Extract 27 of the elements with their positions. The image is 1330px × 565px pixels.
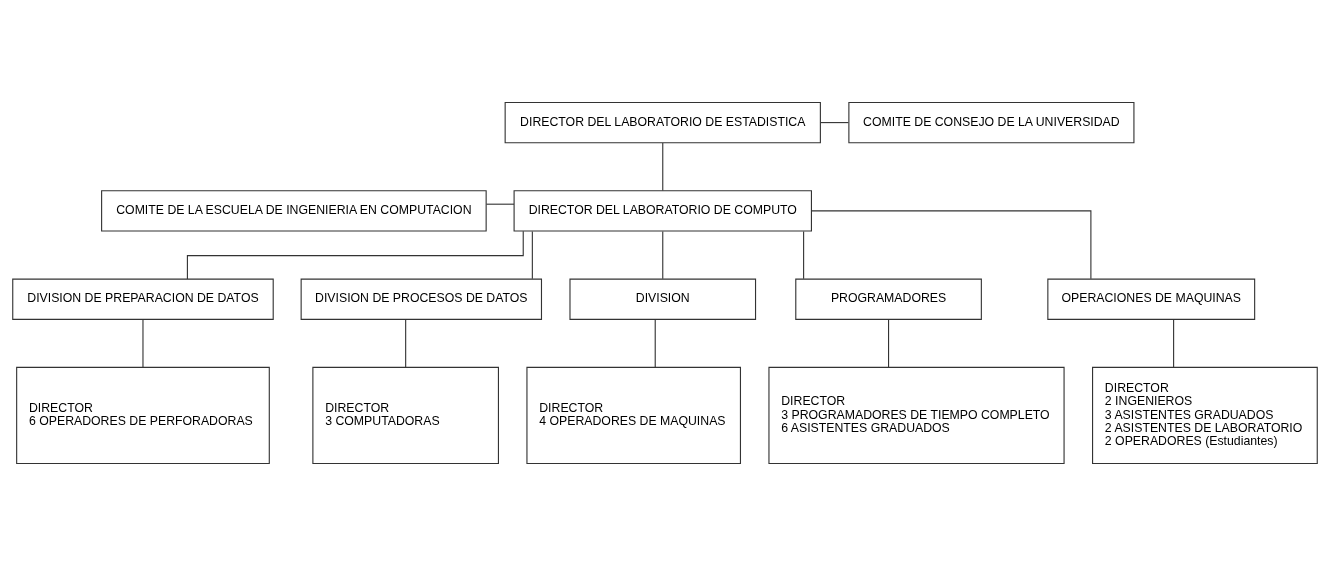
node-box: DIRECTOR DEL LABORATORIO DE ESTADISTICA [504,101,821,143]
node-box: COMITE DE CONSEJO DE LA UNIVERSIDAD [848,101,1135,143]
node-box: DIRECTOR DEL LABORATORIO DE COMPUTO [513,189,812,232]
connector [803,230,805,279]
connector [654,318,656,367]
connector [186,230,524,279]
node-box: OPERACIONES DE MAQUINAS [1047,278,1256,320]
connector [142,318,144,367]
node-box: DIVISION DE PROCESOS DE DATOS [300,278,543,320]
node-box: DIRECTOR 6 OPERADORES DE PERFORADORAS [16,366,270,464]
node-box: DIRECTOR 3 COMPUTADORAS [312,366,499,464]
connector [1173,318,1175,367]
node-box: DIRECTOR 2 INGENIEROS 3 ASISTENTES GRADUADOS 2 ASISTENTES DE LABORATORIO 2 OPERADORES (Estudiantes) [1092,366,1318,464]
connector [888,318,890,367]
connector [485,203,515,205]
node-box: DIRECTOR 3 PROGRAMADORES DE TIEMPO COMPLETO 6 ASISTENTES GRADUADOS [768,366,1065,464]
node-box: DIVISION DE PREPARACION DE DATOS [12,278,274,320]
connector [405,318,407,367]
node-box: DIRECTOR 4 OPERADORES DE MAQUINAS [526,366,741,464]
node-box: PROGRAMADORES [795,278,982,320]
connector [811,209,1092,279]
node-box: COMITE DE LA ESCUELA DE INGENIERIA EN COMPUTACION [101,189,487,232]
node-box: DIVISION [569,278,757,320]
connector [662,142,664,191]
connector [531,230,533,279]
connector [820,121,849,123]
connector [662,230,664,279]
